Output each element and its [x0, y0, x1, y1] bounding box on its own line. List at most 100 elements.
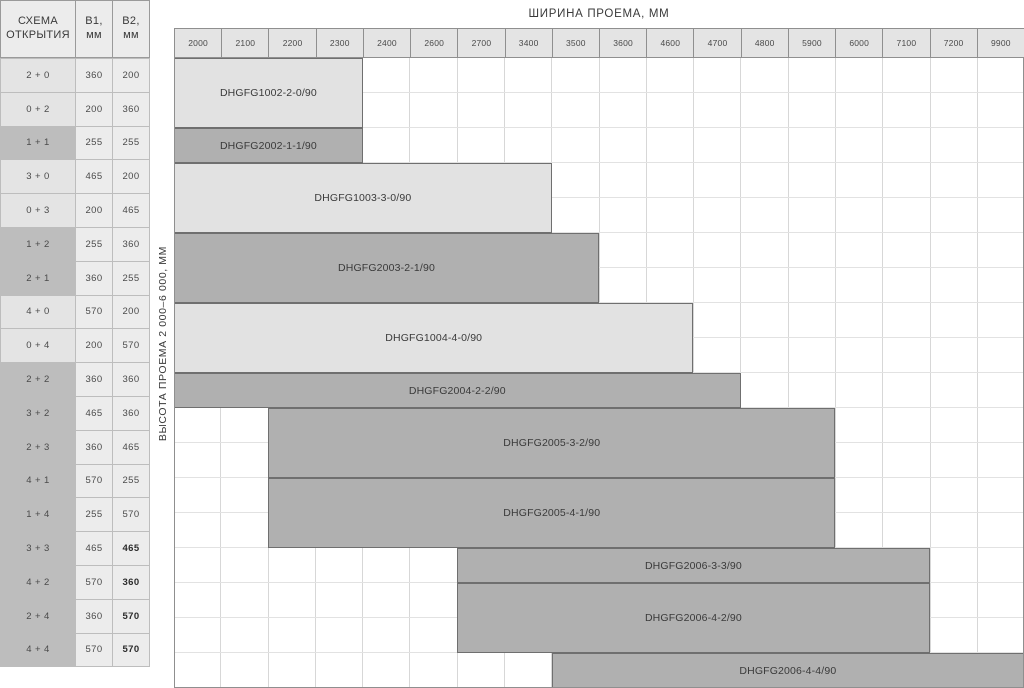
- cell-b1: 255: [75, 226, 113, 262]
- chart-bar[interactable]: DHGFG2006-3-3/90: [457, 548, 930, 583]
- chart-bar[interactable]: DHGFG2004-2-2/90: [174, 373, 741, 408]
- cell-b1: 465: [75, 395, 113, 431]
- cell-b1: 570: [75, 294, 113, 330]
- chart-bar-label: DHGFG2005-4-1/90: [503, 507, 601, 519]
- cell-scheme: 2 + 0: [0, 58, 76, 93]
- grid-row: [174, 233, 1024, 268]
- chart-bar[interactable]: DHGFG1003-3-0/90: [174, 163, 552, 233]
- chart-title: ШИРИНА ПРОЕМА, ММ: [174, 0, 1024, 28]
- cell-scheme: 0 + 2: [0, 91, 76, 127]
- cell-b2: 570: [112, 497, 150, 533]
- cell-b2: 570: [112, 632, 150, 668]
- column-header-cell: 9900: [976, 28, 1024, 58]
- cell-scheme: 0 + 4: [0, 328, 76, 364]
- cell-scheme: 4 + 2: [0, 564, 76, 600]
- cell-b2: 465: [112, 429, 150, 465]
- cell-b2: 570: [112, 598, 150, 634]
- column-header-cell: 3500: [551, 28, 600, 58]
- cell-scheme: 1 + 2: [0, 226, 76, 262]
- cell-b2: 255: [112, 125, 150, 161]
- column-header-cell: 5900: [787, 28, 837, 58]
- column-header-cell: 6000: [835, 28, 884, 58]
- chart-bar[interactable]: DHGFG1002-2-0/90: [174, 58, 363, 128]
- column-header-cell: 7200: [929, 28, 978, 58]
- cell-b2: 200: [112, 294, 150, 330]
- chart-bar-label: DHGFG1002-2-0/90: [219, 87, 317, 99]
- vertical-axis-label: ВЫСОТА ПРОЕМА 2 000–6 000, ММ: [152, 0, 174, 688]
- cell-b1: 570: [75, 632, 113, 668]
- chart-bar[interactable]: DHGFG2005-4-1/90: [268, 478, 836, 548]
- chart-bar-label: DHGFG2005-3-2/90: [503, 437, 601, 449]
- chart-bar-label: DHGFG2006-4-2/90: [644, 612, 742, 624]
- chart-bar-label: DHGFG2002-1-1/90: [219, 139, 317, 152]
- cell-b2: 360: [112, 395, 150, 431]
- chart-bar-label: DHGFG1003-3-0/90: [314, 192, 412, 204]
- grid-column: [741, 58, 789, 688]
- cell-b1: 360: [75, 598, 113, 634]
- header-b1: B1,мм: [75, 0, 113, 58]
- cell-b2: 465: [112, 531, 150, 566]
- cell-b1: 255: [75, 497, 113, 533]
- chart-bar[interactable]: DHGFG2006-4-4/90: [551, 653, 1024, 688]
- column-header-cell: 4700: [693, 28, 742, 58]
- grid-column: [931, 58, 978, 688]
- grid-row: [174, 128, 1024, 163]
- cell-b2: 200: [112, 159, 150, 195]
- chart-bar[interactable]: DHGFG2006-4-2/90: [457, 583, 930, 653]
- cell-b1: 360: [75, 362, 113, 397]
- column-header-cell: 4800: [740, 28, 789, 58]
- cell-b2: 570: [112, 328, 150, 364]
- column-header-cell: 3600: [598, 28, 648, 58]
- chart-bar[interactable]: DHGFG2002-1-1/90: [174, 128, 363, 163]
- grid-column: [836, 58, 884, 688]
- grid-row: [174, 268, 1024, 303]
- chart-bar-label: DHGFG2006-3-3/90: [644, 559, 742, 572]
- cell-scheme: 4 + 4: [0, 632, 76, 668]
- grid-row: [174, 58, 1024, 93]
- column-header-cell: 2300: [315, 28, 364, 58]
- cell-b1: 360: [75, 58, 113, 93]
- grid-column: [789, 58, 836, 688]
- column-header-cell: 2700: [457, 28, 506, 58]
- cell-scheme: 3 + 3: [0, 531, 76, 566]
- cell-b1: 200: [75, 91, 113, 127]
- cell-b2: 360: [112, 226, 150, 262]
- chart-bar[interactable]: DHGFG2003-2-1/90: [174, 233, 599, 303]
- cell-b1: 570: [75, 564, 113, 600]
- vertical-axis-text: ВЫСОТА ПРОЕМА 2 000–6 000, ММ: [157, 246, 169, 442]
- cell-scheme: 4 + 0: [0, 294, 76, 330]
- chart-bar[interactable]: DHGFG1004-4-0/90: [174, 303, 694, 373]
- cell-b1: 465: [75, 159, 113, 195]
- cell-scheme: 4 + 1: [0, 463, 76, 499]
- column-header-cell: 2400: [362, 28, 412, 58]
- cell-b1: 360: [75, 429, 113, 465]
- chart-bar[interactable]: DHGFG2005-3-2/90: [268, 408, 836, 478]
- chart-bar-label: DHGFG2003-2-1/90: [338, 262, 435, 274]
- cell-b2: 360: [112, 362, 150, 397]
- cell-b1: 200: [75, 193, 113, 228]
- cell-scheme: 1 + 1: [0, 125, 76, 161]
- chart-bar-label: DHGFG1004-4-0/90: [385, 332, 483, 344]
- cell-scheme: 3 + 0: [0, 159, 76, 195]
- cell-b2: 200: [112, 58, 150, 93]
- column-header-cell: 4600: [646, 28, 695, 58]
- column-header-cell: 2100: [221, 28, 270, 58]
- chart-bar-label: DHGFG2006-4-4/90: [739, 664, 837, 677]
